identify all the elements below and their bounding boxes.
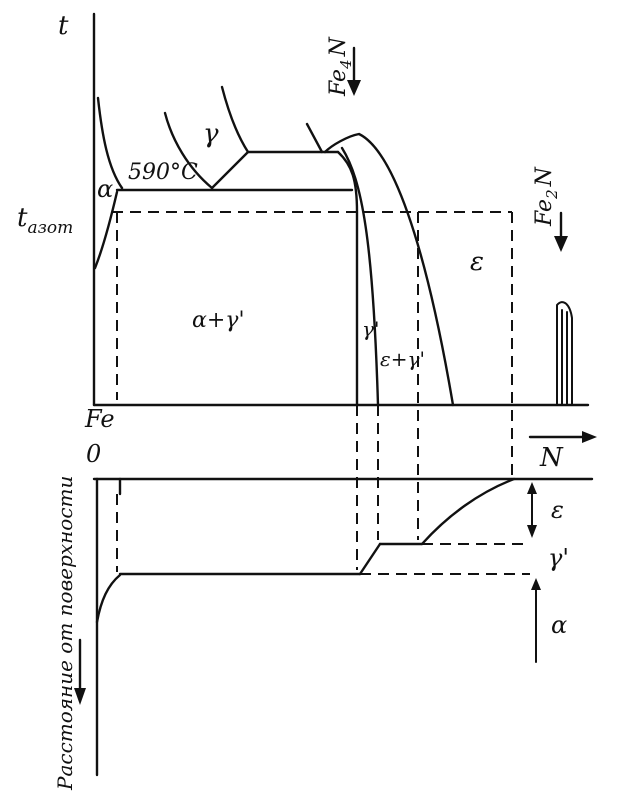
fe2n-label-main: Fe xyxy=(532,199,557,227)
epsilon-concentration-curve xyxy=(420,477,516,546)
alpha-gamma-prime-region-label: α+γ' xyxy=(192,308,245,333)
fe4n-label-subscript: 4 xyxy=(337,59,355,70)
peritectoid-tick xyxy=(305,122,324,154)
nitriding-temperature-label: tазот xyxy=(17,203,73,238)
epsilon-region-label: ε xyxy=(470,247,484,277)
epsilon-liquidus-dome xyxy=(323,132,455,407)
gamma-prime-right-boundary xyxy=(340,146,380,407)
alpha-top-label: α xyxy=(97,175,113,203)
temperature-axis-label: t xyxy=(58,11,69,41)
depth-profile-lower xyxy=(74,405,594,777)
iron-origin-label: Fe xyxy=(84,405,115,433)
fe4n-label: Fe4 N xyxy=(326,36,355,97)
nitriding-temperature-subscript: азот xyxy=(27,218,73,238)
epsilon-thickness-arrow-up xyxy=(527,482,537,494)
alpha-layer-label: α xyxy=(551,611,567,639)
fe4n-label-n: N xyxy=(326,36,351,57)
gamma-prime-layer-label: γ' xyxy=(548,544,569,572)
epsilon-layer-label: ε xyxy=(551,496,564,524)
nitriding-temperature-letter: t xyxy=(17,203,28,233)
eutectoid-temperature-label: 590°C xyxy=(128,160,198,185)
epsilon-thickness-arrow-down xyxy=(527,525,537,538)
fe4n-label-main: Fe xyxy=(326,69,351,97)
gamma-prime-step xyxy=(358,542,382,576)
fe2n-phase-edge-outer xyxy=(556,301,573,406)
zero-label: 0 xyxy=(86,440,101,468)
alpha-solvus-curve xyxy=(93,190,119,270)
fe2n-label-n: N xyxy=(532,166,557,187)
distance-from-surface-label: Расстояние от поверхности xyxy=(53,476,77,791)
distance-axis-arrow-head xyxy=(74,688,86,705)
fe2n-arrow-head xyxy=(554,236,568,252)
alpha-concentration-curve xyxy=(95,573,122,624)
fe4n-arrow-head xyxy=(347,80,361,96)
gamma-left-boundary xyxy=(163,111,214,190)
gamma-eutectoid-connector xyxy=(210,150,250,190)
gamma-prime-region-label: γ' xyxy=(362,317,379,341)
alpha-depth-arrow-up xyxy=(531,578,541,590)
gamma-top-label: γ xyxy=(203,119,219,149)
alpha-upper-boundary xyxy=(96,96,124,190)
gamma-right-boundary xyxy=(220,85,250,154)
fe2n-label: Fe2 N xyxy=(532,166,561,227)
epsilon-gamma-prime-region-label: ε+γ' xyxy=(380,347,425,371)
nitrogen-axis-arrow-head xyxy=(582,431,597,443)
phase-diagram-upper xyxy=(92,12,590,540)
nitrogen-axis-label: N xyxy=(539,443,564,473)
fe2n-label-subscript: 2 xyxy=(543,189,561,200)
